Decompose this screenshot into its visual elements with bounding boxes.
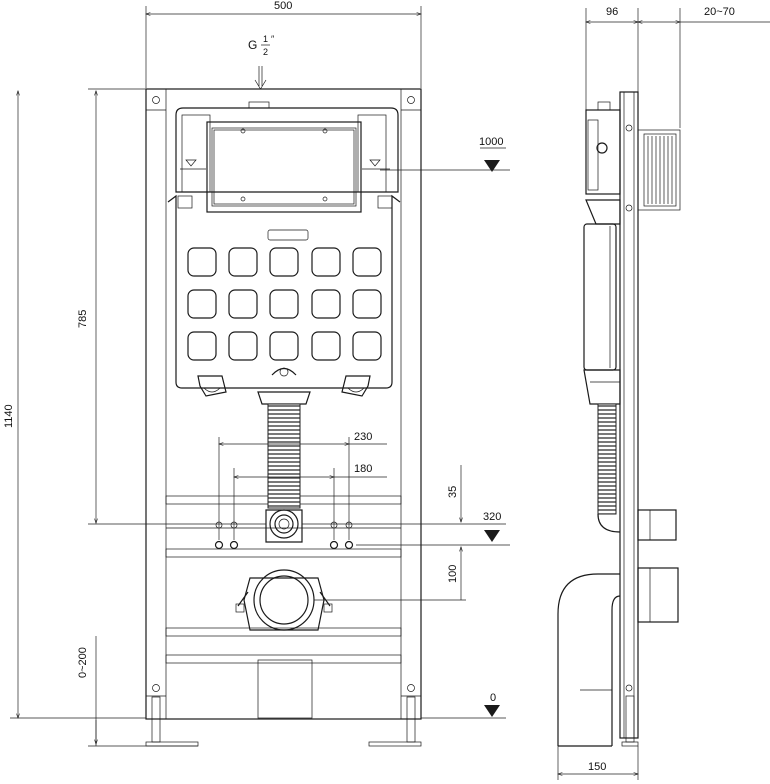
cistern [167,101,401,389]
drain-outlet [235,569,333,719]
foot-adjust-label: 0~200 [77,647,89,678]
flush-height-label: 1000 [479,136,503,148]
wall-plate [637,129,681,211]
drain-height-label: 785 [77,310,89,328]
width-label: 500 [274,0,292,12]
inlet-denominator: 2 [263,47,268,57]
side-frame [619,91,639,747]
wall-range-label: 20~70 [704,6,735,18]
inlet-label: G 1 2 ″ [248,34,275,90]
bolt-spacing-outer-label: 230 [354,431,372,443]
width-dimension: 500 [146,0,421,88]
inlet-arrow-icon [254,66,267,90]
cistern-outlet [197,367,371,405]
floor-label: 0 [490,692,496,704]
inlet-numerator: 1 [263,34,268,44]
front-view: 500 G 1 2 ″ [3,0,510,747]
side-flush-nozzle [637,509,677,541]
cistern-grid [187,247,382,361]
flush-pipe-connector [265,509,303,543]
drain-height-dimension: 785 [77,88,266,525]
flush-hose [267,403,301,509]
side-flush-hose [597,403,617,515]
bolt-offset-label: 35 [447,486,459,498]
bolt-spacing-dimensions: 230 180 [219,431,387,540]
mounting-bolts [214,521,354,550]
inlet-letter: G [248,38,257,52]
flush-height-marker: 1000 [380,136,510,172]
foot-adjust-dimension: 0~200 [77,636,198,747]
inlet-unit: ″ [271,34,275,44]
right-vertical-dimensions: 35 320 100 0 [302,465,510,719]
side-drain-elbow [557,567,679,747]
outlet-offset-label: 100 [447,565,459,583]
side-base-label: 150 [588,761,606,773]
side-view: 96 20~70 [557,6,770,780]
side-cistern [583,101,621,405]
side-depth-label: 96 [606,6,618,18]
total-height-dimension: 1140 [3,91,146,718]
total-height-label: 1140 [3,404,15,428]
bolt-height-label: 320 [483,511,501,523]
side-top-dimensions: 96 20~70 [586,6,770,128]
side-base-dimension: 150 [558,746,638,780]
bolt-spacing-inner-label: 180 [354,463,372,475]
